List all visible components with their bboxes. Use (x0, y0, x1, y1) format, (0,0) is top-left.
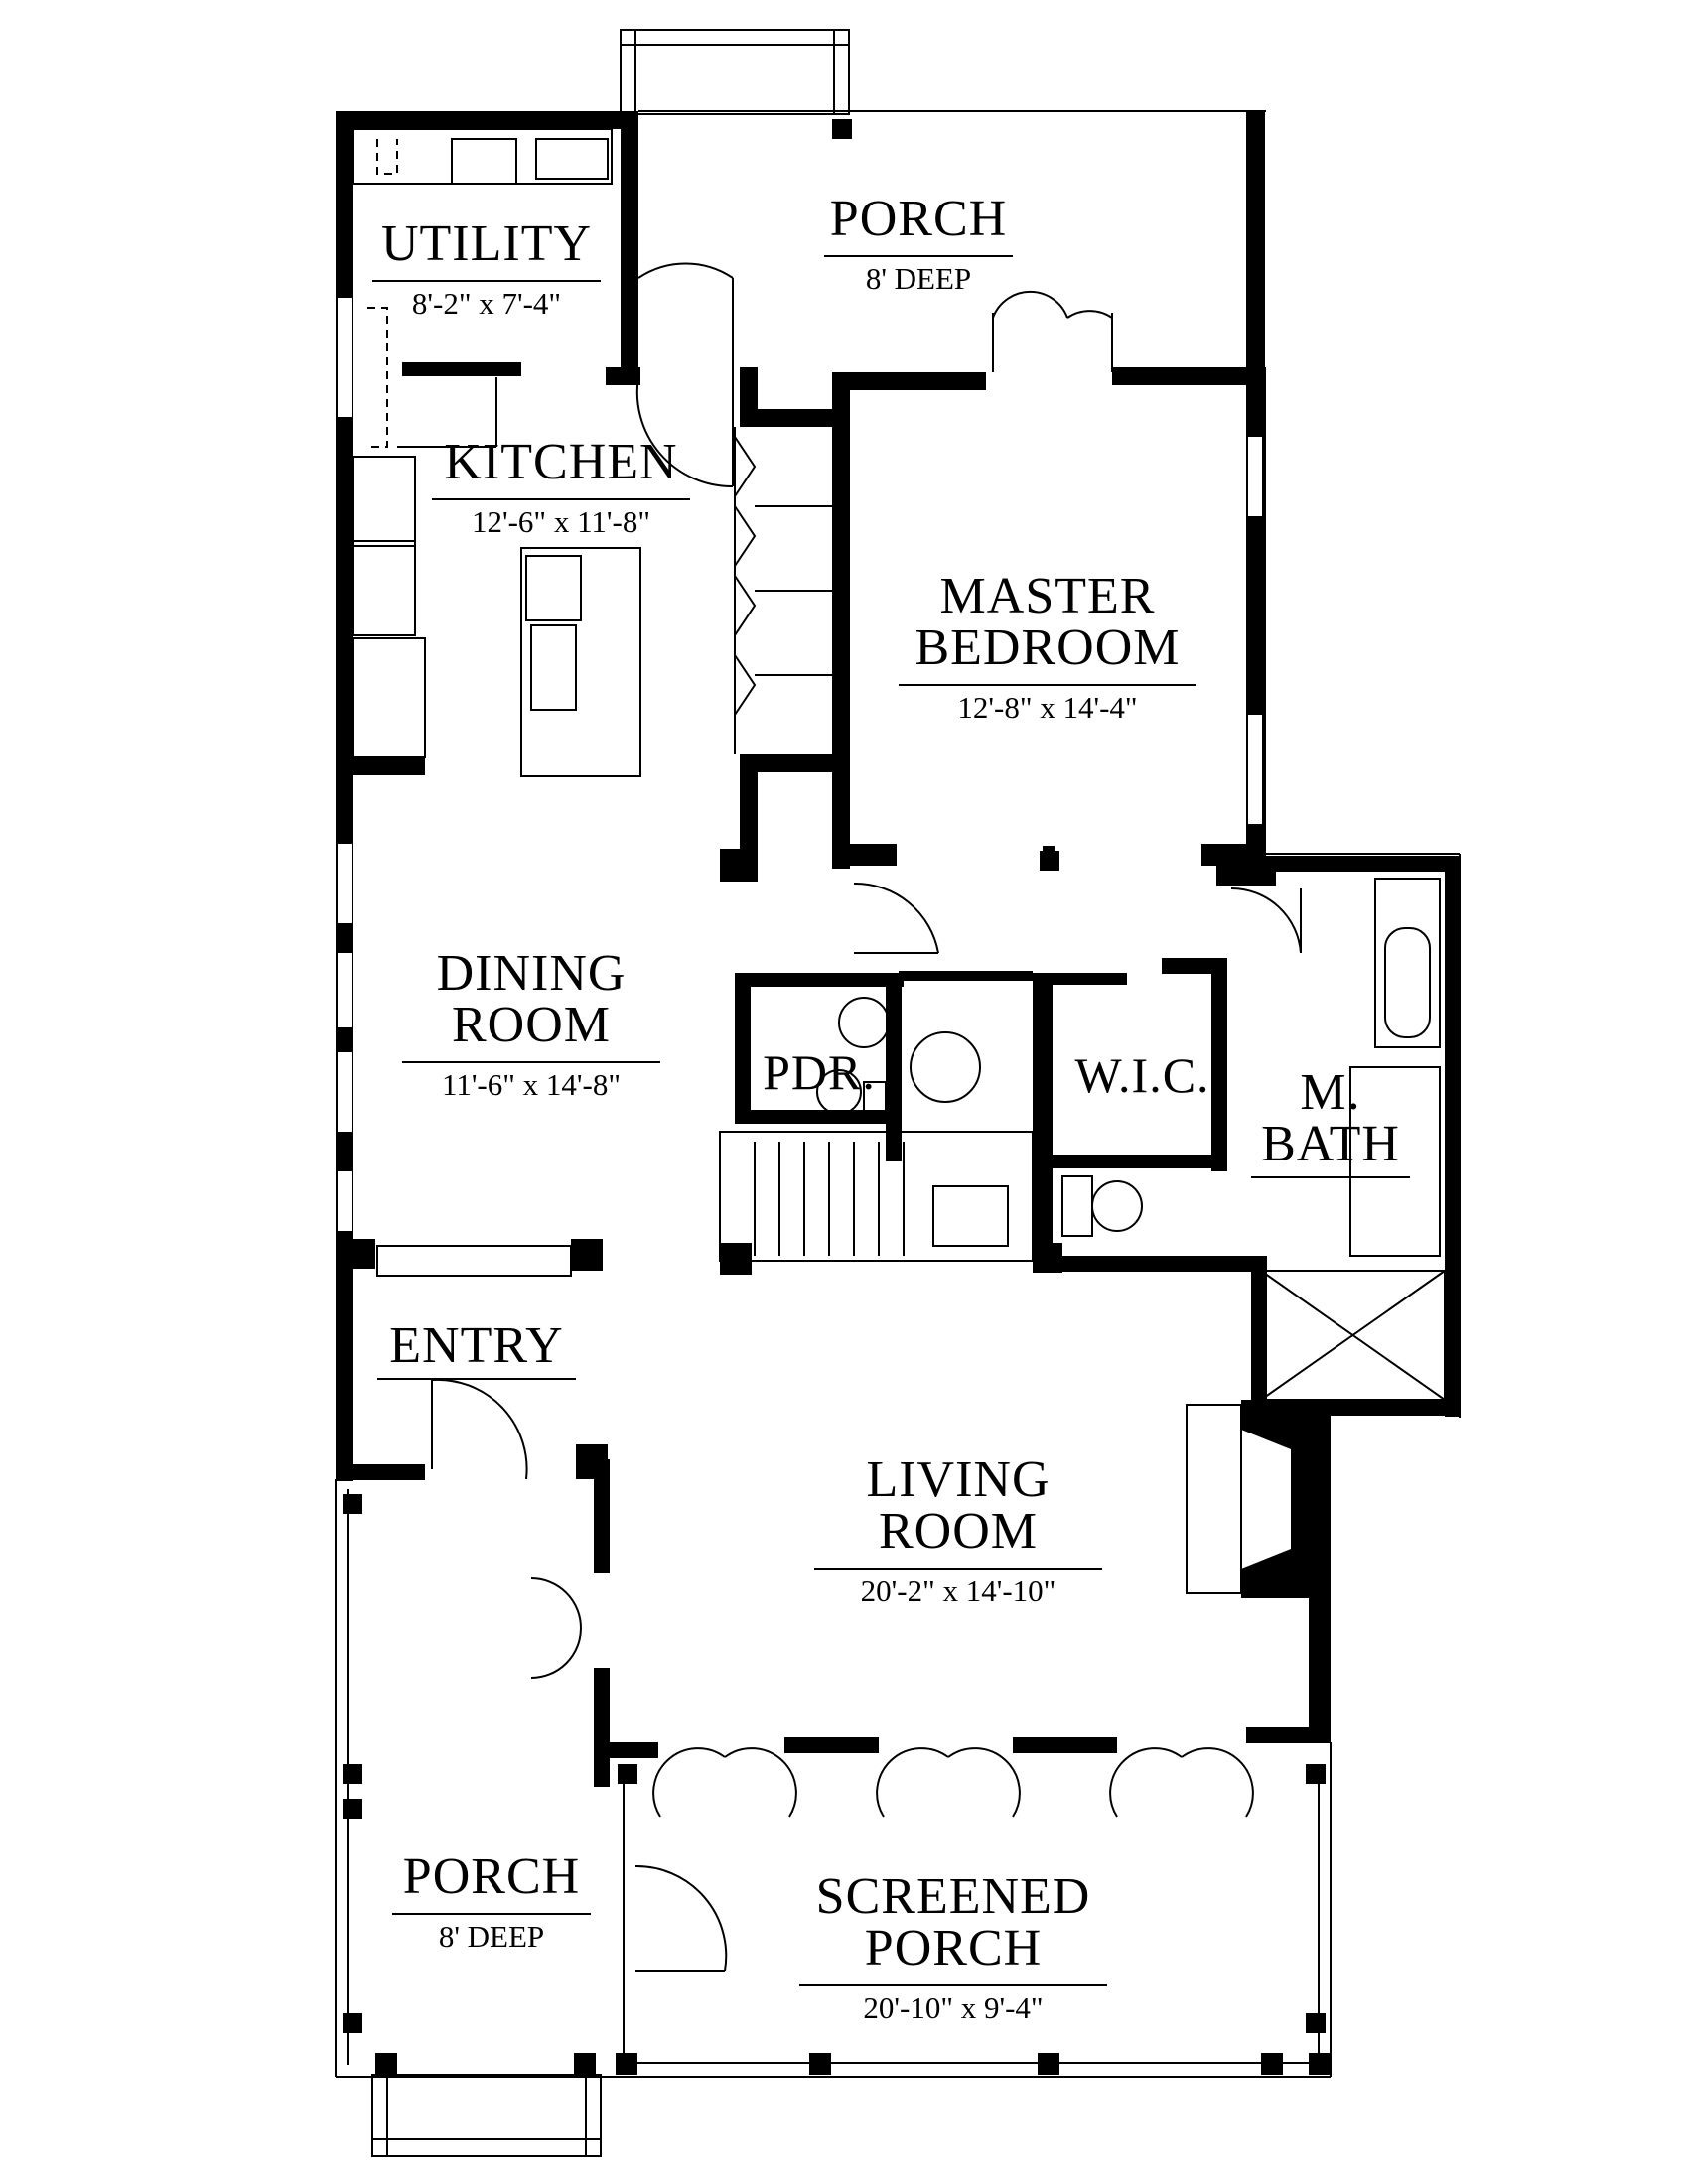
room-name: UTILITY (380, 215, 593, 272)
room-name: PORCH (402, 1848, 581, 1905)
room-name-line1: MASTER (939, 568, 1156, 624)
room-name-line2: ROOM (451, 997, 612, 1053)
room-size: 8' DEEP (824, 255, 1013, 294)
room-name-line1: M. (1300, 1064, 1361, 1121)
room-size: 8' DEEP (392, 1913, 591, 1952)
room-size: 8'-2" x 7'-4" (372, 280, 601, 319)
room-name-line2: ROOM (878, 1503, 1039, 1560)
room-label-wic: W.I.C. (1055, 1050, 1229, 1100)
room-name-line2: PORCH (864, 1920, 1043, 1977)
room-name: ENTRY (377, 1320, 576, 1380)
room-label-m-bath: M. BATH (1251, 1067, 1410, 1178)
room-label-screened-porch: SCREENED PORCH 20'-10" x 9'-4" (799, 1871, 1107, 2023)
room-size: 20'-2" x 14'-10" (814, 1568, 1102, 1606)
room-size: 20'-10" x 9'-4" (799, 1984, 1107, 2023)
room-name-line1: SCREENED (815, 1868, 1091, 1925)
room-size: 12'-8" x 14'-4" (899, 684, 1196, 723)
room-name: PDR. (763, 1044, 876, 1100)
outlines (335, 29, 1461, 2157)
walls (336, 111, 1461, 2075)
room-label-master-bedroom: MASTER BEDROOM 12'-8" x 14'-4" (899, 571, 1196, 723)
room-name-line1: DINING (436, 945, 627, 1002)
room-label-dining-room: DINING ROOM 11'-6" x 14'-8" (402, 948, 660, 1100)
room-name: PORCH (829, 191, 1008, 247)
room-name: KITCHEN (444, 434, 678, 490)
room-label-utility: UTILITY 8'-2" x 7'-4" (372, 218, 601, 319)
room-name-line1: LIVING (866, 1451, 1051, 1508)
room-label-pdr: PDR. (755, 1047, 884, 1097)
window-gaps (338, 298, 1262, 1231)
room-size: 12'-6" x 11'-8" (432, 498, 690, 537)
room-size: 11'-6" x 14'-8" (402, 1061, 660, 1100)
room-name-line2: BEDROOM (914, 619, 1181, 676)
room-name: W.I.C. (1074, 1047, 1210, 1103)
room-label-living-room: LIVING ROOM 20'-2" x 14'-10" (814, 1454, 1102, 1606)
room-label-porch-bottom: PORCH 8' DEEP (392, 1851, 591, 1952)
room-label-porch-top: PORCH 8' DEEP (824, 194, 1013, 294)
room-name-line2: BATH (1251, 1119, 1410, 1178)
room-label-kitchen: KITCHEN 12'-6" x 11'-8" (432, 437, 690, 537)
room-label-entry: ENTRY (377, 1320, 576, 1380)
